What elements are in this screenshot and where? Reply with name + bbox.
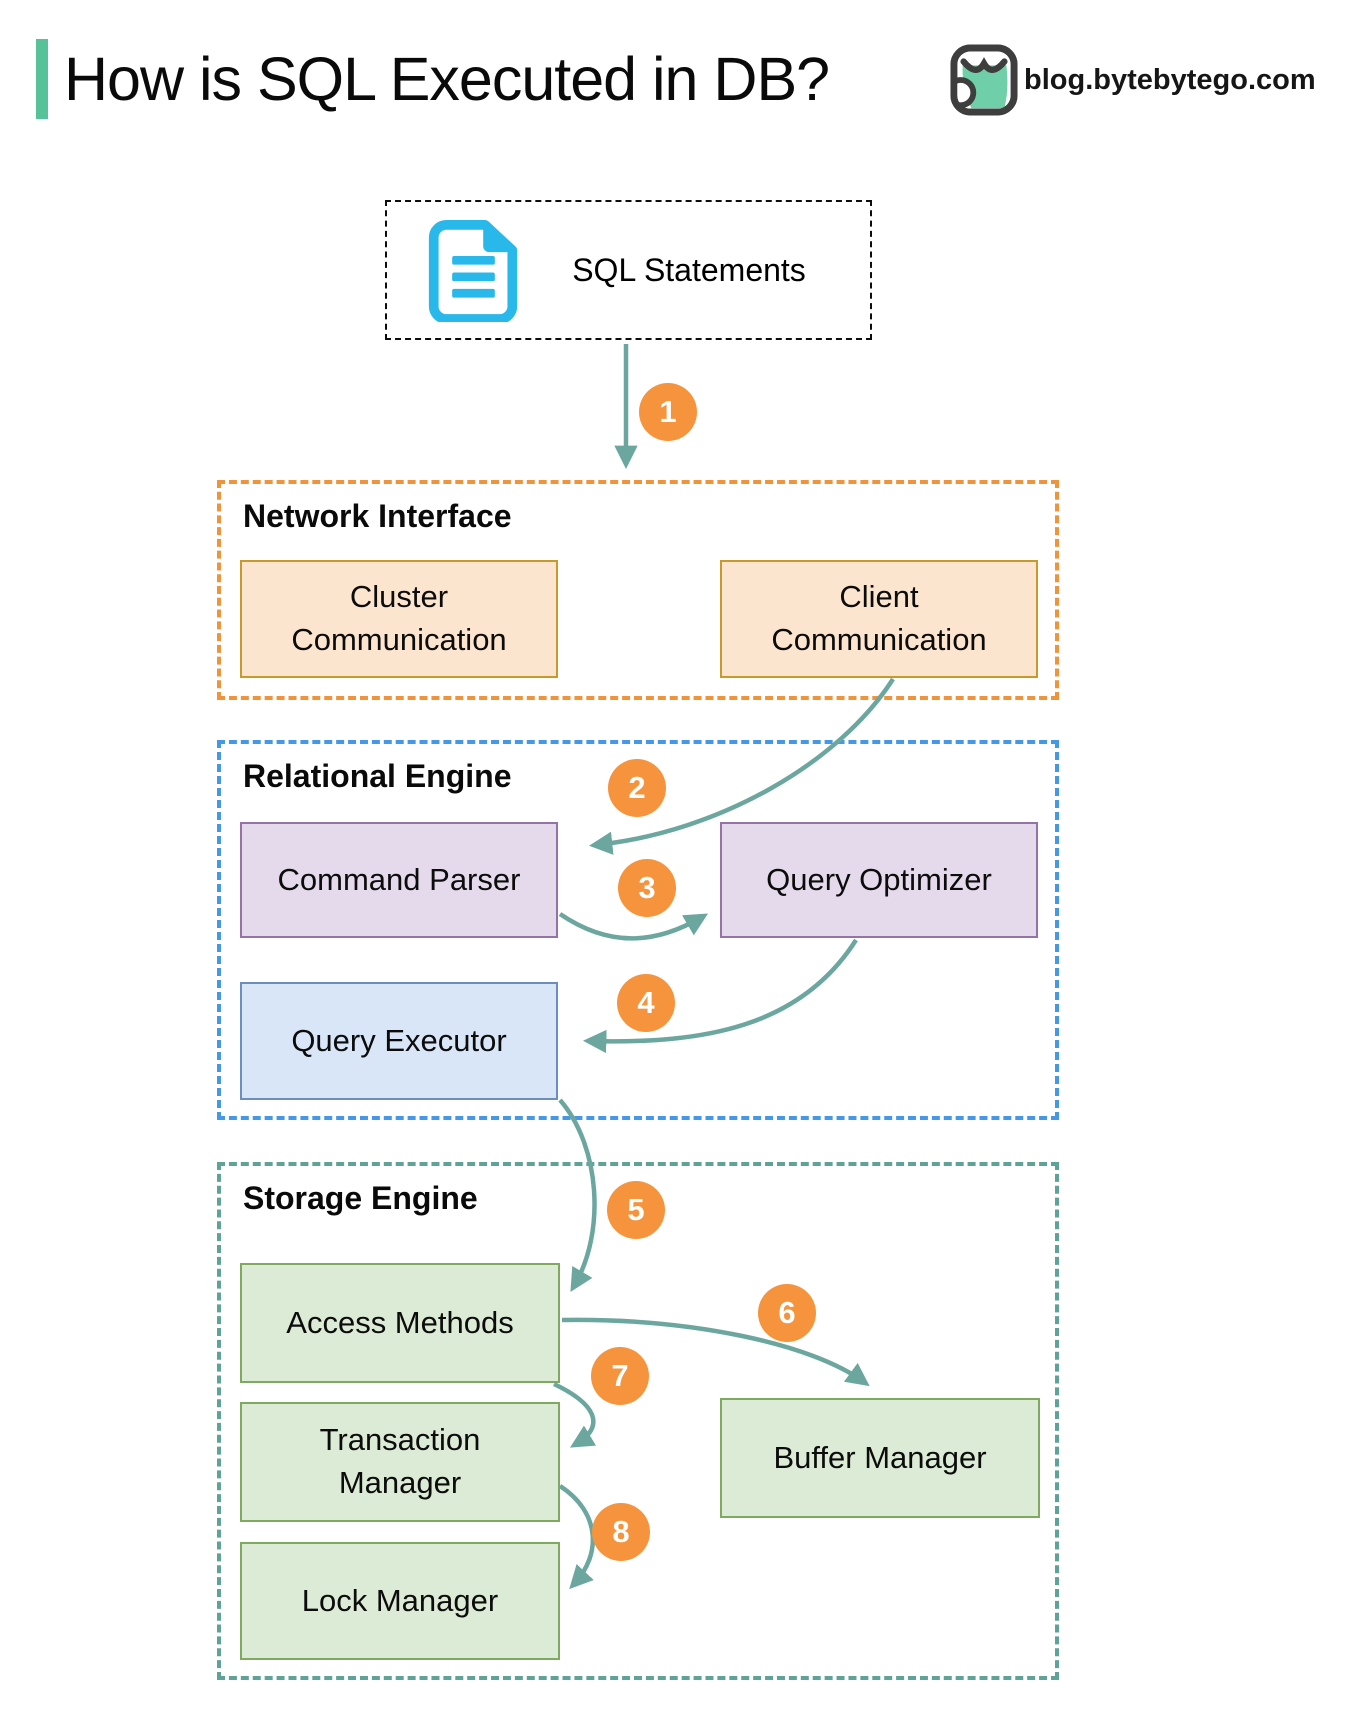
step-badge-7: 7: [591, 1347, 649, 1405]
step-badge-2: 2: [608, 759, 666, 817]
sql-statements-label: SQL Statements: [572, 251, 806, 288]
title-accent-bar: [36, 39, 48, 119]
sql-document-icon: [428, 219, 518, 322]
buffer-manager-node: Buffer Manager: [720, 1398, 1040, 1518]
transaction-manager-node: Transaction Manager: [240, 1402, 560, 1522]
query-executor-node: Query Executor: [240, 982, 558, 1100]
client-communication-node: Client Communication: [720, 560, 1038, 678]
relational-engine-title: Relational Engine: [243, 758, 512, 794]
query-optimizer-node: Query Optimizer: [720, 822, 1038, 938]
sql-statements-box: SQL Statements: [385, 200, 872, 340]
storage-engine-section: Storage Engine: [217, 1162, 1059, 1680]
step-badge-5: 5: [607, 1181, 665, 1239]
access-methods-node: Access Methods: [240, 1263, 560, 1383]
step-badge-4: 4: [617, 974, 675, 1032]
page-title: How is SQL Executed in DB?: [64, 45, 830, 113]
lock-manager-node: Lock Manager: [240, 1542, 560, 1660]
storage-engine-title: Storage Engine: [243, 1180, 478, 1216]
step-badge-6: 6: [758, 1284, 816, 1342]
step-badge-8: 8: [592, 1503, 650, 1561]
network-interface-title: Network Interface: [243, 498, 512, 534]
step-badge-1: 1: [639, 383, 697, 441]
site-url: blog.bytebytego.com: [1024, 64, 1316, 96]
bytebytego-logo-icon: [950, 44, 1018, 116]
command-parser-node: Command Parser: [240, 822, 558, 938]
cluster-communication-node: Cluster Communication: [240, 560, 558, 678]
step-badge-3: 3: [618, 859, 676, 917]
